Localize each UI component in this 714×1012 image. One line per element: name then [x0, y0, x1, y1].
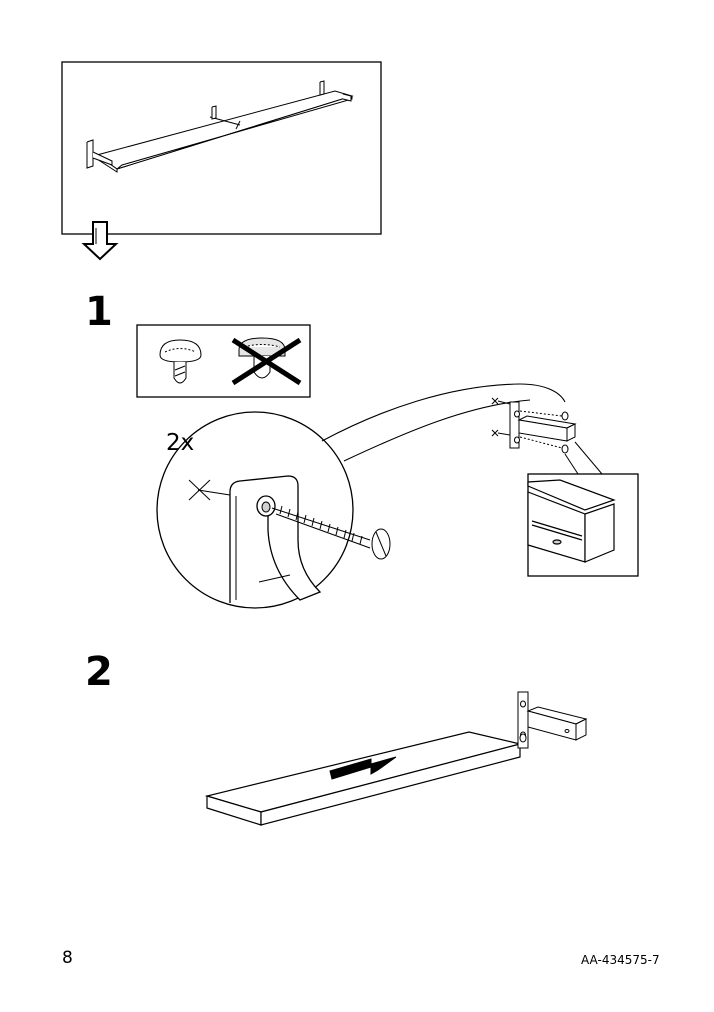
overview-panel — [61, 61, 382, 261]
step-1 — [136, 324, 639, 609]
wall-bracket-small-illustration — [491, 397, 603, 475]
screw-icon — [271, 505, 391, 560]
screw-head-comparison-box — [136, 324, 311, 398]
screw-head-not-ok-icon — [231, 337, 302, 386]
screw-head-ok-icon — [159, 339, 202, 384]
step-2 — [204, 691, 588, 826]
screw-quantity-label: 2x — [166, 430, 195, 456]
shelf-board-illustration — [204, 731, 521, 826]
document-id: AA-434575-7 — [581, 953, 660, 967]
step-number-1: 1 — [85, 289, 113, 335]
step-number-2: 2 — [85, 649, 113, 695]
page-number: 8 — [62, 948, 73, 968]
wall-bracket-illustration — [517, 691, 588, 749]
assembled-shelf-illustration — [86, 80, 354, 173]
down-arrow-icon — [81, 221, 119, 261]
slide-direction-arrow-icon — [329, 756, 397, 780]
bracket-end-closeup-illustration — [527, 473, 639, 577]
bracket-screw-detail-illustration — [156, 383, 566, 609]
